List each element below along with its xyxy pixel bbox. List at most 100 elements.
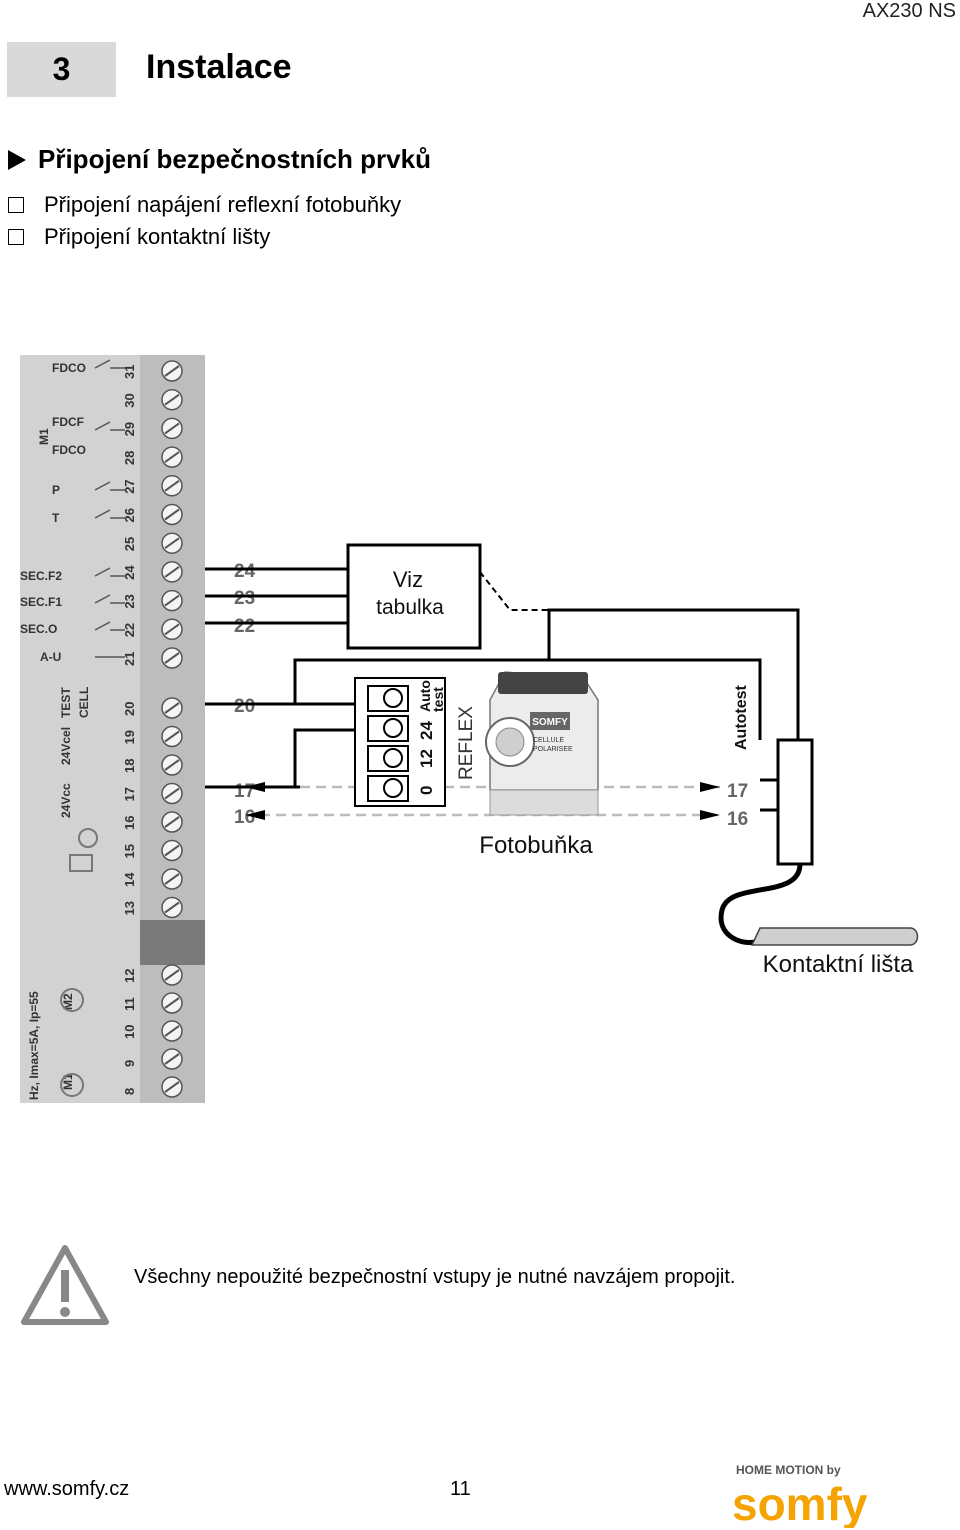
screw-slot	[164, 901, 180, 914]
screw-slot	[164, 451, 180, 463]
screw-slot	[164, 969, 180, 981]
edge-connector-box	[776, 738, 814, 866]
brand-tagline: HOME MOTION by	[736, 1463, 841, 1477]
board-label: FDCF	[52, 415, 84, 429]
board-label: A-U	[40, 650, 61, 664]
terminal-number: 10	[122, 1025, 137, 1039]
terminal-number: 19	[122, 730, 137, 744]
model-name: AX230 NS	[862, 0, 956, 22]
list-item: Připojení napájení reflexní fotobuňky	[8, 192, 401, 218]
terminal-number: 20	[122, 702, 137, 716]
screw-slot	[164, 1025, 180, 1037]
screw-slot	[164, 816, 180, 828]
screw-slot	[164, 566, 180, 578]
wire-label: 24	[234, 561, 256, 582]
wire-label: 20	[234, 696, 255, 717]
terminal-number: 12	[122, 969, 137, 983]
terminal-gap	[140, 920, 205, 965]
screw-slot	[164, 787, 180, 800]
motor-symbols	[60, 828, 98, 1097]
screw-slot	[164, 997, 180, 1009]
terminal-label: 24	[417, 721, 436, 740]
autotest-label: Autotest	[733, 684, 750, 750]
list-item-label: Připojení napájení reflexní fotobuňky	[44, 192, 402, 217]
arrow-icons	[245, 782, 720, 820]
wire-label: 16	[727, 809, 748, 830]
edge-cable	[718, 863, 803, 946]
screw-slot	[164, 508, 180, 521]
terminal-number: 26	[122, 508, 137, 522]
board-label: FDCO	[52, 361, 86, 375]
device-text: POLARISEE	[533, 746, 573, 753]
checkbox-icon	[8, 229, 24, 245]
section-number: 3	[7, 42, 116, 97]
terminal-label: test	[430, 687, 446, 712]
brand-name: somfy	[732, 1478, 868, 1528]
wire-label: 22	[234, 616, 255, 637]
wiring-diagram: 3130292827262524232221201918171615141312…	[20, 355, 919, 1103]
terminal-label: 0	[417, 786, 436, 795]
screw-slot	[164, 479, 180, 492]
terminal-number: 29	[122, 422, 137, 436]
terminal-number: 24	[122, 565, 137, 580]
board-label: CELL	[77, 687, 91, 718]
section-title: Instalace	[146, 48, 292, 86]
subheading-text: Připojení bezpečnostních prvků	[38, 144, 431, 174]
terminal-number: 16	[122, 816, 137, 830]
footer-url[interactable]: www.somfy.cz	[4, 1478, 130, 1500]
terminal-number: 31	[122, 365, 137, 379]
screw-slot	[164, 623, 180, 636]
board-label: T	[52, 511, 60, 525]
terminal-number: 15	[122, 844, 137, 858]
terminal-number: 21	[122, 652, 137, 666]
terminal-number: 13	[122, 901, 137, 915]
board-label: Hz, Imax=5A, Ip=55	[27, 991, 41, 1100]
board-label: P	[52, 483, 60, 497]
warning-icon	[21, 1245, 109, 1325]
board-label: SEC.O	[20, 622, 57, 636]
screw-slot	[164, 844, 180, 857]
terminal-number: 9	[122, 1060, 137, 1067]
wire-label: 16	[234, 807, 255, 828]
board-label: M2	[61, 993, 75, 1010]
box-text: Viz	[393, 567, 423, 592]
board-label: 24Vcc	[59, 783, 73, 818]
screw-slot	[164, 759, 180, 771]
terminal-number: 11	[122, 997, 137, 1011]
photocell-caption: Fotobuňka	[479, 832, 593, 859]
screw-slot	[164, 1053, 180, 1065]
terminal-number: 18	[122, 759, 137, 773]
screw-slot	[164, 537, 180, 550]
board-label: 24Vcel	[59, 727, 73, 765]
see-table-box	[346, 543, 482, 650]
terminal-numbers: 3130292827262524232221201918171615141312…	[122, 365, 137, 1095]
reflex-label: REFLEX	[456, 706, 477, 780]
board-label: TEST	[59, 687, 73, 718]
terminal-number: 30	[122, 393, 137, 407]
terminal-number: 8	[122, 1088, 137, 1095]
wire-label: 17	[727, 781, 748, 802]
photocell-device: SOMFY CELLULE POLARISEE	[485, 671, 599, 816]
terminal-label: Auto	[417, 680, 433, 712]
checkbox-icon	[8, 197, 24, 213]
box-text: tabulka	[376, 596, 444, 619]
device-text: CELLULE	[533, 737, 564, 744]
subheading: Připojení bezpečnostních prvků	[8, 144, 431, 175]
terminal-number: 25	[122, 537, 137, 551]
board-label: SEC.F1	[20, 595, 62, 609]
screw-slot	[164, 1081, 180, 1093]
list-item-label: Připojení kontaktní lišty	[44, 224, 271, 249]
terminal-number: 22	[122, 623, 137, 637]
terminal-label: 12	[417, 749, 436, 768]
screw-slot	[164, 422, 180, 435]
list-item: Připojení kontaktní lišty	[8, 224, 270, 250]
somfy-logo: HOME MOTION by somfy	[732, 1463, 868, 1528]
relay-contacts	[94, 359, 125, 658]
board-label: FDCO	[52, 443, 86, 457]
screw-slot	[164, 594, 180, 607]
page-number: 11	[450, 1478, 471, 1500]
triangle-bullet-icon	[8, 149, 26, 170]
screw-slot	[164, 730, 180, 743]
warning-text: Všechny nepoužité bezpečnostní vstupy je…	[134, 1266, 736, 1288]
wire-label: 23	[234, 588, 255, 609]
